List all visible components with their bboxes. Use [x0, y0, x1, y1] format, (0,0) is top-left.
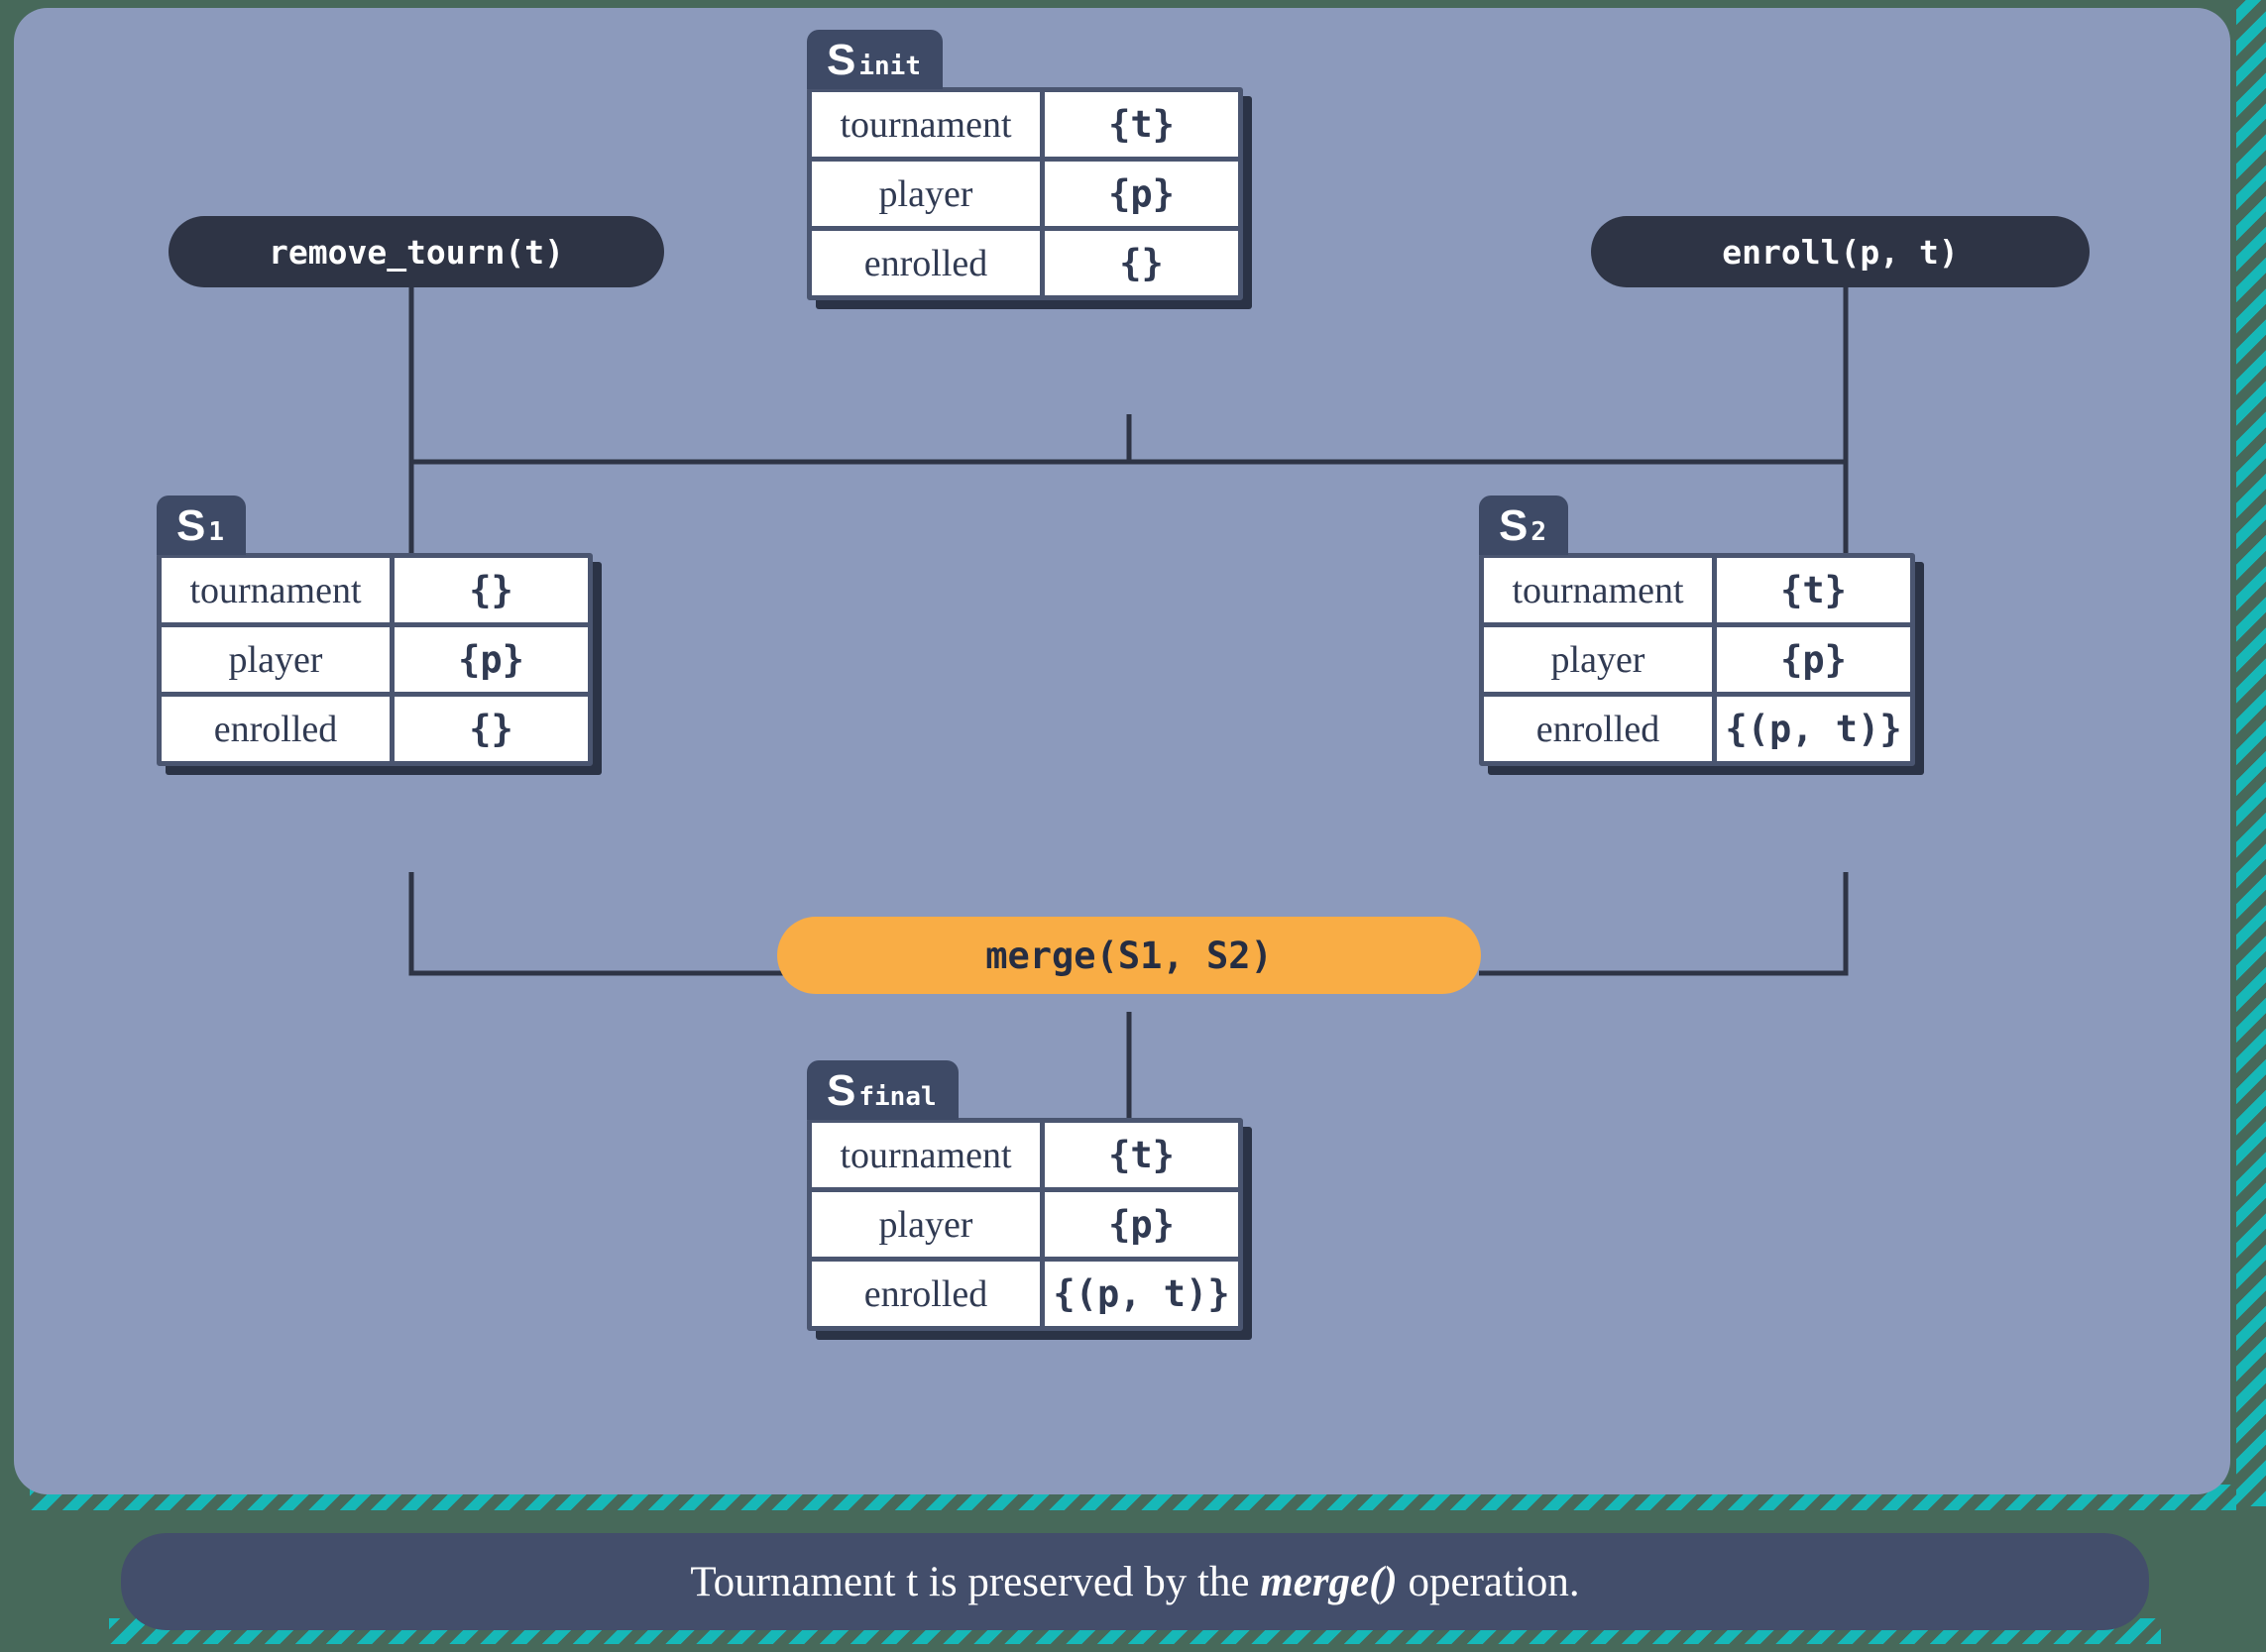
caption-text-after: operation. — [1397, 1558, 1580, 1605]
state-table-wrap-init: tournament {t} player {p} enrolled {} — [807, 87, 1252, 309]
table-cell-value: {t} — [1717, 558, 1910, 622]
table-row: tournament {t} — [812, 92, 1238, 157]
table-row: enrolled {} — [812, 231, 1238, 295]
table-row: tournament {t} — [812, 1123, 1238, 1187]
state-tab-final-main: S — [827, 1066, 856, 1115]
state-table-s2: tournament {t} player {p} enrolled {(p, … — [1479, 553, 1915, 766]
table-cell-key: enrolled — [162, 697, 390, 761]
state-tab-s1: S 1 — [157, 496, 247, 555]
table-cell-key: player — [162, 627, 390, 692]
state-tab-final-sub: final — [858, 1082, 937, 1112]
state-table-wrap-final: tournament {t} player {p} enrolled {(p, … — [807, 1118, 1252, 1340]
state-tab-s1-main: S — [176, 501, 206, 550]
caption-bar: Tournament t is preserved by the merge()… — [121, 1533, 2149, 1630]
state-tab-s2-main: S — [1499, 501, 1529, 550]
table-cell-key: tournament — [812, 92, 1040, 157]
state-tab-s1-sub: 1 — [208, 517, 225, 547]
caption-emphasis: merge() — [1260, 1558, 1398, 1605]
state-block-final: S final tournament {t} player {p} enroll… — [807, 1060, 1252, 1340]
table-cell-value: {(p, t)} — [1717, 697, 1910, 761]
table-cell-value: {} — [395, 558, 588, 622]
operation-pill-merge-label: merge(S1, S2) — [985, 934, 1273, 977]
table-row: tournament {t} — [1484, 558, 1910, 622]
table-cell-key: player — [1484, 627, 1712, 692]
state-table-init: tournament {t} player {p} enrolled {} — [807, 87, 1243, 300]
state-tab-init: S init — [807, 30, 943, 89]
table-cell-key: player — [812, 1192, 1040, 1257]
table-cell-value: {} — [395, 697, 588, 761]
table-cell-key: enrolled — [812, 1262, 1040, 1326]
state-table-final: tournament {t} player {p} enrolled {(p, … — [807, 1118, 1243, 1331]
state-tab-final: S final — [807, 1060, 959, 1120]
table-row: player {p} — [812, 1192, 1238, 1257]
table-cell-value: {p} — [1045, 162, 1238, 226]
table-cell-key: tournament — [162, 558, 390, 622]
table-row: player {p} — [1484, 627, 1910, 692]
state-tab-s2: S 2 — [1479, 496, 1569, 555]
table-row: enrolled {(p, t)} — [812, 1262, 1238, 1326]
table-row: enrolled {} — [162, 697, 588, 761]
state-table-wrap-s1: tournament {} player {p} enrolled {} — [157, 553, 602, 775]
operation-pill-remove-tourn[interactable]: remove_tourn(t) — [169, 216, 664, 287]
state-tab-init-sub: init — [858, 52, 921, 81]
state-table-wrap-s2: tournament {t} player {p} enrolled {(p, … — [1479, 553, 1924, 775]
table-cell-value: {} — [1045, 231, 1238, 295]
state-tab-s2-sub: 2 — [1530, 517, 1547, 547]
table-cell-key: player — [812, 162, 1040, 226]
state-block-s1: S 1 tournament {} player {p} enrolled {} — [157, 496, 602, 775]
table-cell-key: enrolled — [812, 231, 1040, 295]
operation-pill-enroll[interactable]: enroll(p, t) — [1591, 216, 2090, 287]
table-cell-value: {(p, t)} — [1045, 1262, 1238, 1326]
state-block-init: S init tournament {t} player {p} enrolle… — [807, 30, 1252, 309]
stripe-band-right — [2236, 0, 2266, 1506]
table-cell-value: {t} — [1045, 92, 1238, 157]
table-cell-value: {p} — [1717, 627, 1910, 692]
caption-text-before: Tournament t is preserved by the — [690, 1558, 1261, 1605]
operation-pill-remove-tourn-label: remove_tourn(t) — [268, 232, 564, 272]
table-row: player {p} — [162, 627, 588, 692]
operation-pill-enroll-label: enroll(p, t) — [1722, 232, 1959, 272]
table-row: enrolled {(p, t)} — [1484, 697, 1910, 761]
table-cell-key: enrolled — [1484, 697, 1712, 761]
operation-pill-merge[interactable]: merge(S1, S2) — [777, 917, 1481, 994]
table-cell-key: tournament — [1484, 558, 1712, 622]
table-row: player {p} — [812, 162, 1238, 226]
state-tab-init-main: S — [827, 36, 856, 84]
table-row: tournament {} — [162, 558, 588, 622]
table-cell-value: {p} — [1045, 1192, 1238, 1257]
state-block-s2: S 2 tournament {t} player {p} enrolled {… — [1479, 496, 1924, 775]
table-cell-value: {t} — [1045, 1123, 1238, 1187]
state-table-s1: tournament {} player {p} enrolled {} — [157, 553, 593, 766]
table-cell-key: tournament — [812, 1123, 1040, 1187]
table-cell-value: {p} — [395, 627, 588, 692]
